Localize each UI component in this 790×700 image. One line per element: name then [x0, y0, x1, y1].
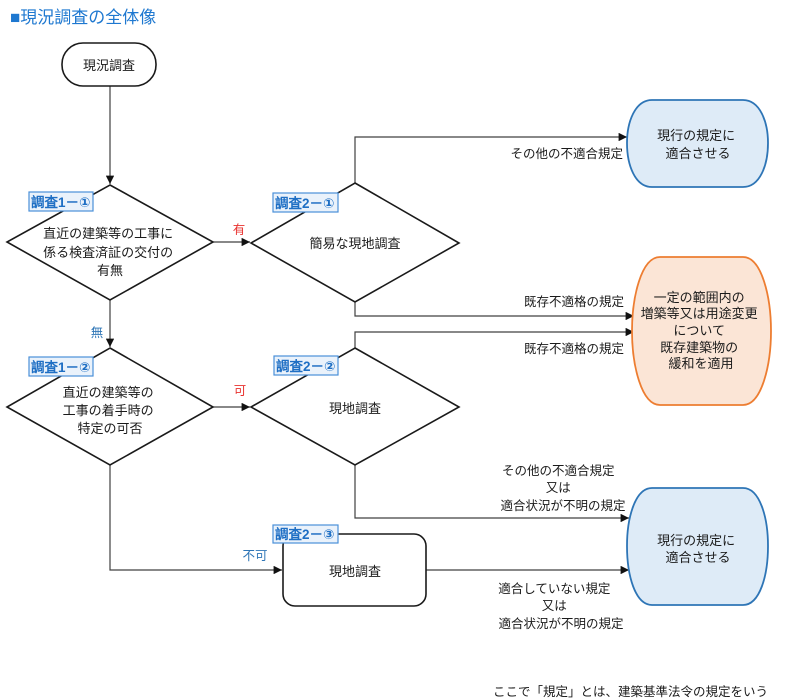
result-top-shape — [627, 100, 768, 187]
result-middle-node: 一定の範囲内の 増築等又は用途変更 について 既存建築物の 緩和を適用 — [631, 256, 772, 406]
survey1-2-diamond — [5, 347, 215, 466]
possible-label: 可 — [234, 384, 247, 398]
result-top-text: 現行の規定に 適合させる — [657, 128, 739, 161]
survey2-1-tag-border — [272, 192, 339, 213]
survey2-2-tag: 調査2－② — [276, 358, 335, 374]
survey1-1-line: 係る検査済証の交付の — [43, 245, 173, 260]
survey1-1-tag-border — [28, 191, 94, 212]
arrow-survey1-2-to-survey2-3 — [109, 465, 282, 575]
survey1-2-tag-border — [28, 356, 94, 377]
result-middle-border — [631, 256, 772, 406]
survey1-2-question: 直近の建築等の 工事の着手時の 特定の可否 — [63, 385, 158, 436]
survey2-2-node: 現地調査 調査2－② — [249, 347, 461, 466]
survey2-2-diamond — [249, 347, 461, 466]
survey1-1-line: 直近の建築等の工事に — [43, 226, 173, 241]
arrow-survey2-1-to-result-top — [354, 132, 627, 183]
survey2-1-tag-box — [273, 193, 338, 212]
start-terminal-shape — [61, 42, 157, 87]
nonconforming-or-unknown-line: 適合していない規定 — [498, 581, 610, 596]
footnote: ここで「規定」とは、建築基準法令の規定をいう — [493, 684, 768, 699]
yes-label: 有 — [233, 223, 246, 237]
result-bottom-border — [626, 487, 769, 606]
result-bottom-line: 現行の規定に — [657, 533, 735, 548]
result-middle-line: 一定の範囲内の — [654, 290, 745, 305]
result-top-line: 適合させる — [665, 146, 730, 161]
other-nonconforming-label: その他の不適合規定 — [510, 146, 623, 161]
result-bottom-node: 現行の規定に 適合させる — [626, 487, 769, 606]
no-label: 無 — [91, 325, 104, 340]
survey2-2-tag-box — [274, 356, 338, 375]
survey2-1-label: 簡易な現地調査 — [309, 236, 400, 251]
result-bottom-shape — [627, 488, 768, 605]
survey2-1-tag: 調査2－① — [275, 195, 334, 211]
result-top-border — [626, 99, 769, 188]
nonconforming-or-unknown-line: 又は — [542, 599, 567, 613]
result-bottom-line: 適合させる — [665, 550, 730, 565]
arrow-survey2-2-to-result-middle — [354, 327, 634, 348]
existing-nonconforming-label-1: 既存不適格の規定 — [524, 294, 624, 309]
connectors — [105, 86, 634, 575]
survey1-2-line: 特定の可否 — [77, 421, 142, 436]
survey2-3-node: 現地調査 調査2－③ — [272, 524, 427, 607]
result-middle-text: 一定の範囲内の 増築等又は用途変更 について 既存建築物の 緩和を適用 — [641, 290, 762, 371]
result-bottom-text: 現行の規定に 適合させる — [657, 533, 739, 565]
survey2-3-tag-box — [273, 525, 338, 543]
survey1-1-line: 有無 — [97, 263, 123, 278]
result-middle-shape — [632, 257, 771, 405]
result-middle-line: 既存建築物の — [660, 340, 738, 355]
survey1-1-question: 直近の建築等の工事に 係る検査済証の交付の 有無 — [43, 226, 177, 278]
survey2-3-tag: 調査2－③ — [275, 526, 334, 542]
result-top-line: 現行の規定に — [657, 128, 735, 143]
arrow-survey2-2-to-result-bottom — [354, 465, 629, 523]
survey1-2-tag: 調査1－② — [31, 359, 90, 375]
survey2-3-label: 現地調査 — [329, 564, 381, 579]
arrow-survey2-1-to-result-middle — [354, 302, 634, 321]
result-middle-line: について — [673, 323, 725, 338]
survey2-1-node: 簡易な現地調査 調査2－① — [249, 182, 461, 303]
survey2-3-tag-border — [272, 524, 339, 544]
survey2-2-label: 現地調査 — [329, 401, 381, 416]
survey2-3-box — [282, 533, 427, 607]
other-or-unknown-line: 又は — [546, 481, 571, 495]
nonconforming-or-unknown-line: 適合状況が不明の規定 — [498, 616, 623, 631]
survey1-1-node: 直近の建築等の工事に 係る検査済証の交付の 有無 調査1－① — [5, 184, 215, 301]
survey1-1-tag: 調査1－① — [31, 194, 90, 210]
survey1-2-line: 直近の建築等の — [63, 385, 154, 400]
result-top-node: 現行の規定に 適合させる — [626, 99, 769, 188]
other-or-unknown-label: その他の不適合規定 又は 適合状況が不明の規定 — [500, 463, 625, 513]
start-label: 現況調査 — [83, 58, 135, 73]
page-title: ■現況調査の全体像 — [10, 8, 156, 27]
nonconforming-or-unknown-label: 適合していない規定 又は 適合状況が不明の規定 — [498, 581, 623, 631]
other-or-unknown-line: その他の不適合規定 — [502, 463, 615, 478]
result-middle-line: 緩和を適用 — [668, 356, 733, 371]
existing-nonconforming-label-2: 既存不適格の規定 — [524, 341, 624, 356]
survey2-2-tag-border — [273, 355, 339, 376]
start-node: 現況調査 — [61, 42, 157, 87]
survey1-1-tag-box — [29, 192, 93, 211]
other-or-unknown-line: 適合状況が不明の規定 — [500, 498, 625, 513]
impossible-label: 不可 — [242, 549, 267, 563]
result-middle-line: 増築等又は用途変更 — [641, 306, 758, 321]
survey2-1-diamond — [249, 182, 461, 303]
survey1-2-line: 工事の着手時の — [63, 403, 154, 418]
survey1-2-node: 直近の建築等の 工事の着手時の 特定の可否 調査1－② — [5, 347, 215, 466]
survey1-2-tag-box — [29, 357, 93, 376]
survey1-1-diamond — [5, 184, 215, 301]
